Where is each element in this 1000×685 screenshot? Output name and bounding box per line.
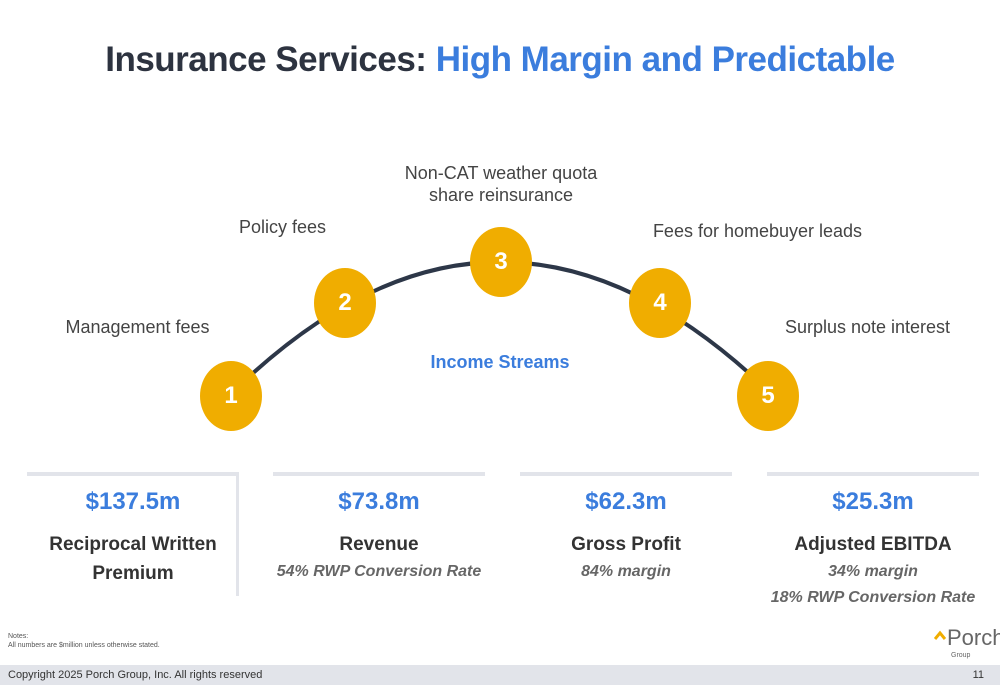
stream-label-3: Non-CAT weather quota share reinsurance xyxy=(404,163,598,205)
roof-icon xyxy=(934,630,946,640)
copyright: Copyright 2025 Porch Group, Inc. All rig… xyxy=(8,669,263,681)
stream-label-4: Fees for homebuyer leads xyxy=(652,221,863,241)
title-part1: Insurance Services: xyxy=(105,40,436,79)
porch-logo: Porch Group xyxy=(934,626,1000,662)
stream-label-1: Management fees xyxy=(65,317,210,337)
metric-sub: 84% margin xyxy=(581,563,671,580)
page-number: 11 xyxy=(972,669,984,681)
notes: Notes: All numbers are $million unless o… xyxy=(8,632,160,650)
footer: Copyright 2025 Porch Group, Inc. All rig… xyxy=(0,665,1000,685)
metric-rwp: $137.5m Reciprocal Written Premium xyxy=(27,472,239,588)
metric-name: Adjusted EBITDA xyxy=(794,534,952,555)
stream-number-2: 2 xyxy=(314,268,376,338)
slide-title: Insurance Services: High Margin and Pred… xyxy=(0,40,1000,80)
title-highlight: High Margin and Predictable xyxy=(435,40,896,79)
stream-number-5: 5 xyxy=(737,361,799,431)
income-streams-label: Income Streams xyxy=(430,352,570,372)
metric-name: Gross Profit xyxy=(571,534,681,555)
notes-text: All numbers are $million unless otherwis… xyxy=(8,642,160,649)
metric-value: $62.3m xyxy=(585,488,667,515)
metric-name: Revenue xyxy=(339,534,419,555)
metric-revenue: $73.8m Revenue 54% RWP Conversion Rate xyxy=(273,472,485,585)
metric-value: $73.8m xyxy=(338,488,420,515)
metric-sub: 18% RWP Conversion Rate xyxy=(770,589,976,606)
stream-number-3: 3 xyxy=(470,227,532,297)
metric-ebitda: $25.3m Adjusted EBITDA 34% margin 18% RW… xyxy=(767,472,979,611)
metric-gross-profit: $62.3m Gross Profit 84% margin xyxy=(520,472,732,585)
metric-sub: 34% margin xyxy=(828,563,918,580)
metric-value: $25.3m xyxy=(832,488,914,515)
logo-sub: Group xyxy=(951,652,971,659)
stream-number-4: 4 xyxy=(629,268,691,338)
logo-name: Porch xyxy=(947,625,1000,650)
stream-number-1: 1 xyxy=(200,361,262,431)
metric-value: $137.5m xyxy=(85,488,181,515)
divider xyxy=(236,472,239,596)
stream-label-2: Policy fees xyxy=(238,217,327,237)
metric-sub: 54% RWP Conversion Rate xyxy=(276,563,482,580)
metric-name: Reciprocal Written Premium xyxy=(49,534,217,584)
stream-label-5: Surplus note interest xyxy=(784,317,951,337)
notes-heading: Notes: xyxy=(8,633,29,640)
